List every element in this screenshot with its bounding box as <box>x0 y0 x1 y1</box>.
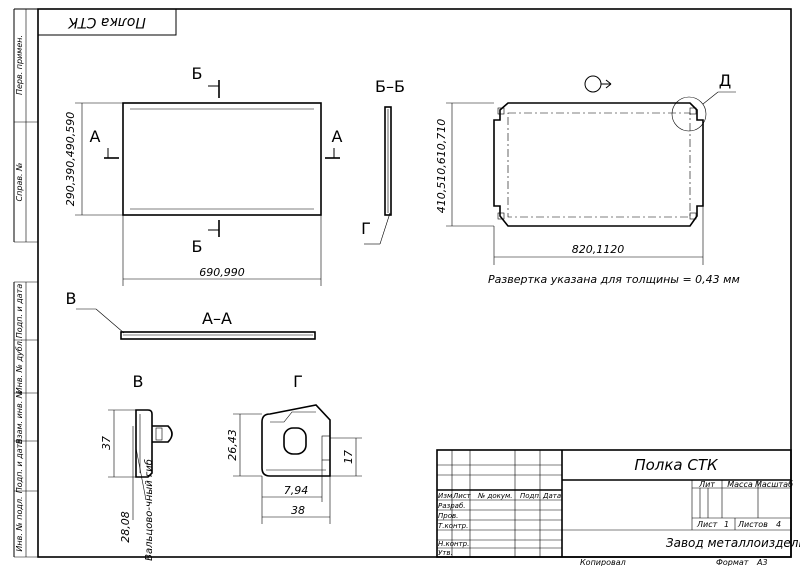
title-block-listov-label: Листов <box>737 520 768 529</box>
dim-front-height: 290,390,490,590 <box>64 112 77 206</box>
side-label-perv-primen: Перв. примен. <box>15 35 24 95</box>
title-block-massa: Масса <box>727 480 753 489</box>
col-header-data: Дата <box>542 492 561 500</box>
detail-v-view <box>108 409 173 520</box>
section-b-bottom-label: Б <box>192 237 203 256</box>
row-label-razrab: Разраб. <box>438 502 466 510</box>
dim-g-38: 38 <box>291 504 305 517</box>
row-label-prov: Пров. <box>438 512 458 520</box>
side-label-sprav-nomer: Справ. № <box>15 163 24 202</box>
dim-blank-height: 410,510,610,710 <box>435 119 448 213</box>
row-label-nkontr: Н.контр. <box>438 540 469 548</box>
title-block-name: Полка СТК <box>634 456 719 474</box>
dim-blank-width: 820,1120 <box>572 243 625 256</box>
title-block-company: Завод металлоизделий <box>666 536 800 550</box>
section-bb-label: Б–Б <box>375 77 405 96</box>
title-block-col-headers: Изм Лист № докум. Подп. Дата <box>438 492 561 500</box>
title-block-masshtab: Масштаб <box>755 480 793 489</box>
detail-g-title: Г <box>293 372 303 391</box>
section-a-right-label: А <box>332 127 343 146</box>
side-label-podp-data-1: Подп. и дата <box>15 284 24 339</box>
col-header-podp: Подп. <box>520 492 541 500</box>
title-block-list-value: 1 <box>724 520 729 529</box>
dim-v-37: 37 <box>100 436 113 450</box>
title-block-kopiroval: Копировал <box>580 558 626 566</box>
row-label-tkontr: Т.контр. <box>438 522 468 530</box>
title-block-list-label: Лист <box>696 520 718 529</box>
row-label-utv: Утв. <box>438 549 453 557</box>
blank-view <box>446 75 736 265</box>
side-label-vzam-inv: Взам. инв. № <box>15 390 24 444</box>
thickness-note: Развертка указана для толщины = 0,43 мм <box>488 273 740 286</box>
side-label-podp-data-2: Подп. и дата <box>15 439 24 494</box>
callout-g-label: Г <box>361 219 371 238</box>
section-aa-view <box>76 308 316 340</box>
detail-v-title: В <box>133 372 144 391</box>
title-block-format-label: Формат <box>716 558 749 566</box>
callout-v-label: В <box>66 289 77 308</box>
title-block <box>436 449 792 558</box>
section-bb-view <box>364 106 392 245</box>
front-view <box>75 80 340 286</box>
dim-front-width: 690,990 <box>199 266 245 279</box>
col-header-doc: № докум. <box>477 492 513 500</box>
section-a-left-label: А <box>90 127 101 146</box>
title-block-listov-value: 4 <box>776 520 781 529</box>
v-bend-note: Вальцово-чный гиб <box>143 459 155 561</box>
side-label-inv-dubl: Инв. № дубл. <box>15 339 24 394</box>
title-block-lit: Лит <box>698 480 715 489</box>
dim-g-794: 7,94 <box>284 484 309 497</box>
stamp-top-text: Полка СТК <box>67 14 146 30</box>
col-header-izm: Изм <box>438 492 453 500</box>
detail-g-view <box>233 404 362 524</box>
section-aa-label: А–А <box>202 309 232 328</box>
callout-d-label: Д <box>719 71 732 90</box>
dim-g-17: 17 <box>342 450 355 464</box>
col-header-list: Лист <box>452 492 472 500</box>
dim-v-2808: 28,08 <box>119 511 132 543</box>
side-labels: Перв. примен. Справ. № Подп. и дата Инв.… <box>15 35 24 552</box>
dim-g-2643: 26,43 <box>226 429 239 461</box>
title-block-format-value: А3 <box>756 558 768 566</box>
section-b-top-label: Б <box>192 64 203 83</box>
drawing-frame <box>13 8 792 558</box>
title-block-row-labels: Разраб. Пров. Т.контр. Н.контр. Утв. <box>438 502 469 557</box>
side-label-inv-podl: Инв. № подл. <box>15 496 24 551</box>
